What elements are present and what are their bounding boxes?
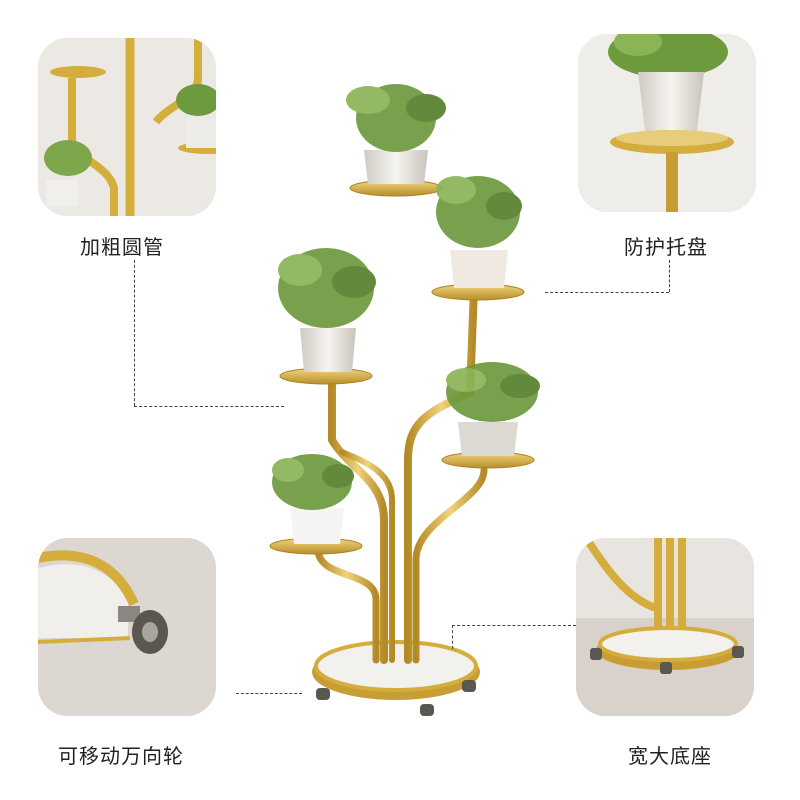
- leader-line-tube-h: [134, 406, 284, 407]
- leader-line-wheels: [236, 693, 302, 694]
- protective-tray-closeup: [578, 34, 756, 212]
- feature-label-tray: 防护托盘: [624, 235, 708, 259]
- plant-leaves: [272, 84, 540, 510]
- wide-base-closeup: [576, 538, 754, 716]
- thick-tube-closeup: [38, 38, 216, 216]
- pots: [290, 150, 518, 544]
- caster-wheels: [316, 680, 476, 716]
- caster-wheel-closeup: [38, 538, 216, 716]
- feature-label-thick-tube: 加粗圆管: [80, 235, 164, 259]
- feature-label-base: 宽大底座: [628, 744, 712, 768]
- leader-line-tube: [134, 260, 135, 406]
- leader-line-base-v: [452, 625, 453, 649]
- leader-line-tray: [545, 292, 669, 293]
- feature-label-wheels: 可移动万向轮: [58, 744, 184, 768]
- leader-line-tray-v: [669, 260, 670, 292]
- marble-base: [312, 640, 480, 700]
- leader-line-base: [452, 625, 576, 626]
